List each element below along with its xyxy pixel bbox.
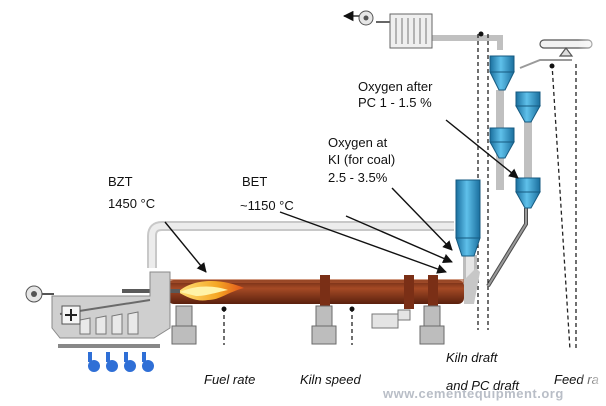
tertiary-air-duct [147, 221, 454, 268]
fan-icon [142, 352, 154, 372]
kiln-tyre-2 [404, 275, 414, 309]
preheater-cyclones [489, 55, 541, 209]
exhaust-fan-icon [342, 10, 374, 26]
oxygen-ki-line3: 2.5 - 3.5% [328, 170, 388, 185]
oxygen-ki-line1: Oxygen at [328, 135, 388, 150]
rotary-kiln [168, 268, 480, 309]
oxygen-ki-line2: KI (for coal) [328, 152, 396, 167]
bag-filter [376, 13, 433, 49]
cyclone-1 [489, 55, 515, 91]
bzt-temperature: 1450 °C [108, 196, 156, 211]
kiln-tyre-3 [428, 275, 438, 309]
fan-icon [124, 352, 136, 372]
kiln-inlet-hood [464, 268, 480, 304]
kiln-drive [371, 309, 411, 329]
kiln-speed-label: Kiln speed [300, 372, 361, 387]
pc-draft-label: and PC draft [446, 378, 519, 393]
right-edge-fade [578, 0, 606, 406]
kiln-supports [171, 305, 445, 345]
oxygen-pc-line2: PC 1 - 1.5 % [358, 95, 432, 110]
watermark: www.cementequipment.org [383, 386, 564, 401]
bzt-label: BZT [108, 174, 133, 189]
cyclone-2 [515, 91, 541, 123]
kiln-draft-label: Kiln draft [446, 350, 498, 365]
calciner [455, 179, 481, 257]
cyclone-3 [489, 127, 515, 159]
cooler-fans [88, 352, 154, 372]
annotation-arrows [164, 119, 519, 274]
fan-icon [106, 352, 118, 372]
cyclone-4 [515, 177, 541, 209]
measurement-dots [221, 31, 555, 312]
oxygen-pc-line1: Oxygen after [358, 79, 433, 94]
bet-temperature: ~1150 °C [240, 198, 294, 213]
bet-label: BET [242, 174, 268, 189]
fuel-rate-label: Fuel rate [204, 372, 256, 387]
cooler-exhaust-fan-icon [25, 285, 54, 303]
kiln-tyre-1 [320, 275, 330, 309]
clinker-cooler [51, 271, 171, 348]
fan-icon [88, 352, 100, 372]
